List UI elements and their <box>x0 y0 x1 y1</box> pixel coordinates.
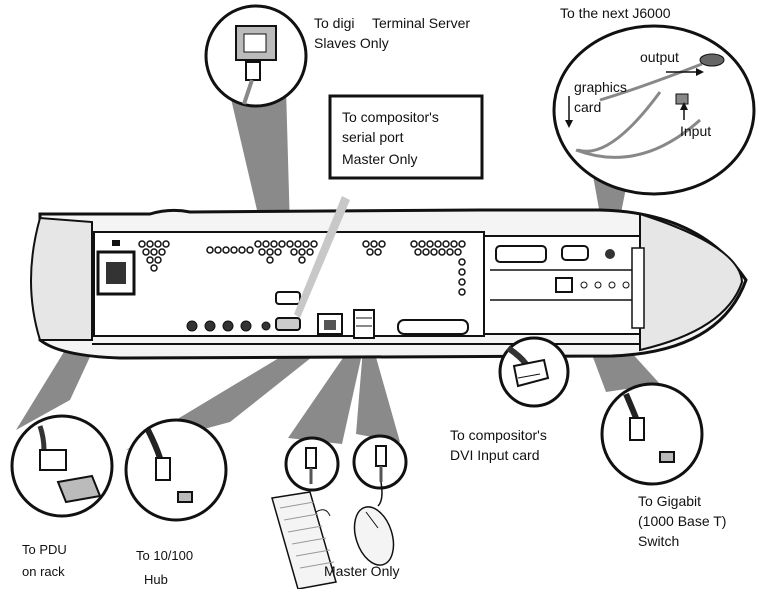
serial-label-line2: serial port <box>342 129 404 145</box>
input-label: Input <box>680 123 711 139</box>
chassis-left-cap <box>31 218 92 340</box>
digi-label-line3: Slaves Only <box>314 35 389 51</box>
dvi-label-line1: To compositor's <box>450 427 547 443</box>
graphics-io-jack <box>605 249 615 259</box>
keyboard-cord <box>316 510 330 516</box>
dvi-card-connector <box>496 246 546 262</box>
output-label: output <box>640 49 679 65</box>
pdu-plug <box>40 450 66 470</box>
next-j6000-label: To the next J6000 <box>560 5 671 21</box>
usb-port-stack <box>354 310 374 338</box>
serial-label-line1: To compositor's <box>342 109 439 125</box>
mouse-usb-plug <box>376 446 386 466</box>
output-connector <box>700 54 724 66</box>
gigabit-label-line2: (1000 Base T) <box>638 513 726 529</box>
hub-port <box>178 492 192 502</box>
chassis-right-cap <box>640 214 742 350</box>
serial-port-lower <box>276 318 300 330</box>
gigabit-label-line3: Switch <box>638 533 679 549</box>
ethernet-port-core <box>324 320 336 330</box>
hub-label-line1: To 10/100 <box>136 548 193 563</box>
gigabit-switch-port <box>660 452 674 462</box>
gigabit-plug <box>630 418 644 440</box>
digi-label-line2: Terminal Server <box>372 15 470 31</box>
scsi-connector <box>398 320 468 334</box>
callout-mouse <box>354 436 406 488</box>
gigabit-label-line1: To Gigabit <box>638 493 701 509</box>
dvi-label-line2: DVI Input card <box>450 447 540 463</box>
graphics-label-line1: graphics <box>574 79 627 95</box>
serial-port-upper <box>276 292 300 304</box>
serial-label-line3: Master Only <box>342 151 417 167</box>
callout-gigabit <box>602 384 702 484</box>
gigabit-port <box>556 278 572 292</box>
master-only-label: Master Only <box>324 563 399 579</box>
hub-label-line2: Hub <box>144 572 168 587</box>
chassis <box>31 210 746 358</box>
callout-keyboard <box>286 438 338 490</box>
callout-hub <box>126 420 226 520</box>
pdu-label-line2: on rack <box>22 564 65 579</box>
graphics-label-line2: card <box>574 99 601 115</box>
pdu-socket <box>58 476 100 502</box>
power-inlet-core <box>106 262 126 284</box>
digi-label-line1: To digi <box>314 15 354 31</box>
keyboard-usb-plug <box>306 448 316 468</box>
input-connector <box>676 94 688 104</box>
pci-slot-bracket <box>632 248 644 328</box>
mouse <box>348 482 401 570</box>
callout-pdu <box>12 416 112 516</box>
vga-connector <box>562 246 588 260</box>
pdu-label-line1: To PDU <box>22 542 67 557</box>
hub-plug <box>156 458 170 480</box>
callout-digi <box>206 6 306 106</box>
digi-port-face <box>244 34 266 52</box>
power-led <box>112 240 120 246</box>
callout-dvi <box>500 338 568 406</box>
digi-plug <box>246 62 260 80</box>
